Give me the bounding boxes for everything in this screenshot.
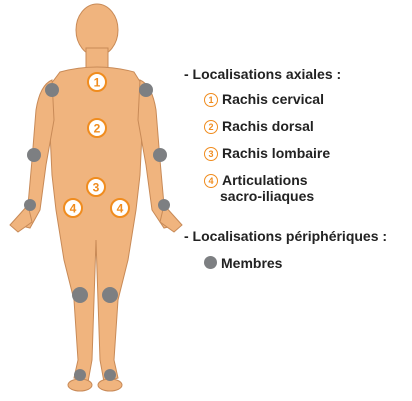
axial-item-2-label: Rachis dorsal (222, 118, 314, 134)
axial-item-1-label: Rachis cervical (222, 91, 324, 107)
axial-item-3-label: Rachis lombaire (222, 145, 330, 161)
axial-item-4-label-line2: sacro-iliaques (220, 188, 314, 204)
number-4-icon: 4 (204, 174, 218, 188)
axial-item-3: 3 Rachis lombaire (204, 145, 330, 161)
gray-dot-icon (204, 256, 217, 269)
axial-heading: - Localisations axiales : (184, 66, 341, 82)
number-2-icon: 2 (204, 120, 218, 134)
peripheral-heading: - Localisations périphériques : (184, 228, 387, 244)
axial-item-4-label: Articulations (222, 172, 308, 188)
axial-item-1: 1 Rachis cervical (204, 91, 324, 107)
peripheral-item-membres: Membres (204, 255, 282, 271)
number-3-icon: 3 (204, 147, 218, 161)
axial-item-4: 4 Articulations (204, 172, 308, 188)
axial-item-2: 2 Rachis dorsal (204, 118, 314, 134)
number-1-icon: 1 (204, 93, 218, 107)
peripheral-item-membres-label: Membres (221, 255, 282, 271)
